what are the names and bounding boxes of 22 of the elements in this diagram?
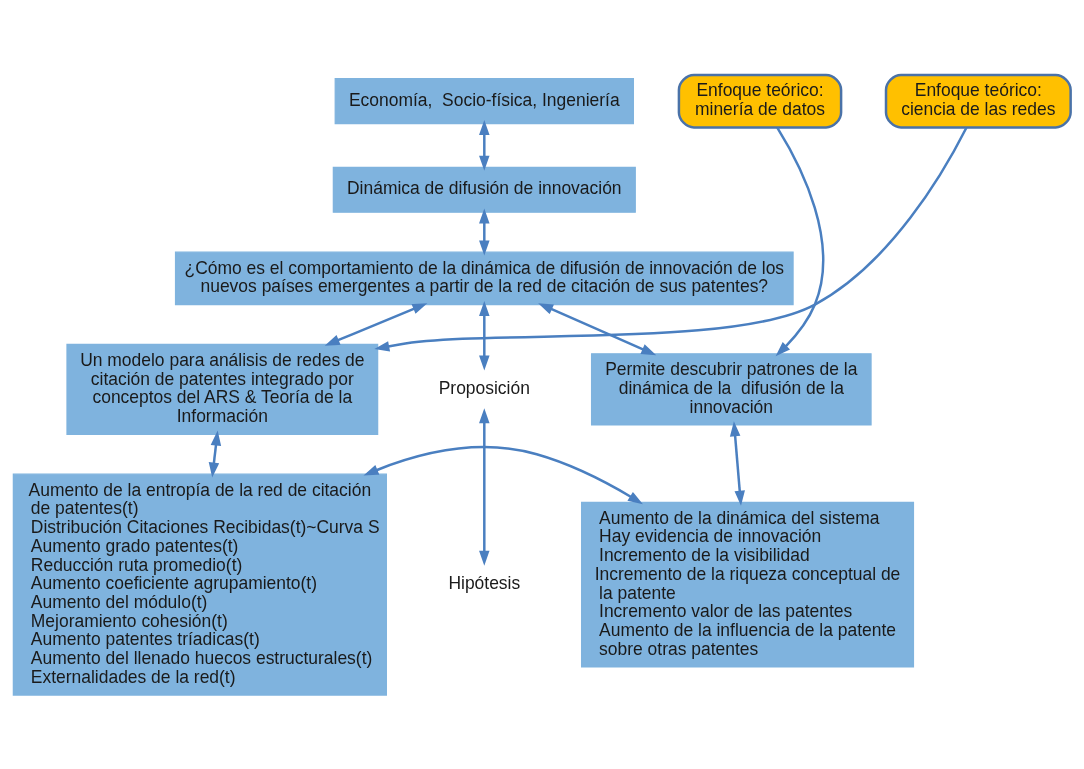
node-text: Hipótesis [448,572,521,593]
node-box: Economía, Socio-física, Ingeniería [334,77,634,124]
node-box: Aumento de la entropía de la red de citación de patentes(t) Distribución Citaciones Recibidas(t)~Curva S Aumento grado patentes(t) Reducción ruta promedio(t) Aumento coeficiente agrupamiento(t) Aumento del módulo(t) Mejoramiento cohesión(t) Aumento patentes tríadicas(t) Aumento del llenado huecos estructurales(t) Externalidades de la red(t) [12,473,387,696]
arrow [479,208,490,256]
arrow [374,126,968,351]
node-box: Permite descubrir patrones de la dinámica de la difusión de la innovación [590,352,872,426]
arrow [324,302,428,346]
arrow [479,407,490,566]
node-box: Enfoque teórico: minería de datos [677,73,843,129]
arrow [363,445,643,504]
node-text: Proposición [438,377,530,398]
node-box: Aumento de la dinámica del sistema Hay evidencia de innovación Incremento de la visibilidad Incremento de la riqueza conceptual de la patente Incremento valor de las patentes Aumento de la influencia de la patente sobre otras patentes [581,501,915,668]
arrow [479,300,490,371]
arrow [775,126,825,356]
node-box: ¿Cómo es el comportamiento de la dinámica de difusión de innovación de los nuevos países emergentes a partir de la red de citación de sus patentes? [174,251,794,305]
arrow [538,302,657,355]
arrow [208,430,222,478]
arrow [729,420,745,506]
node-box: Dinámica de difusión de innovación [332,166,636,213]
arrow [479,119,490,171]
node-box: Un modelo para análisis de redes de citación de patentes integrado por conceptos del ARS & Teoría de la Información [66,343,379,435]
node-box: Enfoque teórico: ciencia de las redes [884,73,1072,129]
